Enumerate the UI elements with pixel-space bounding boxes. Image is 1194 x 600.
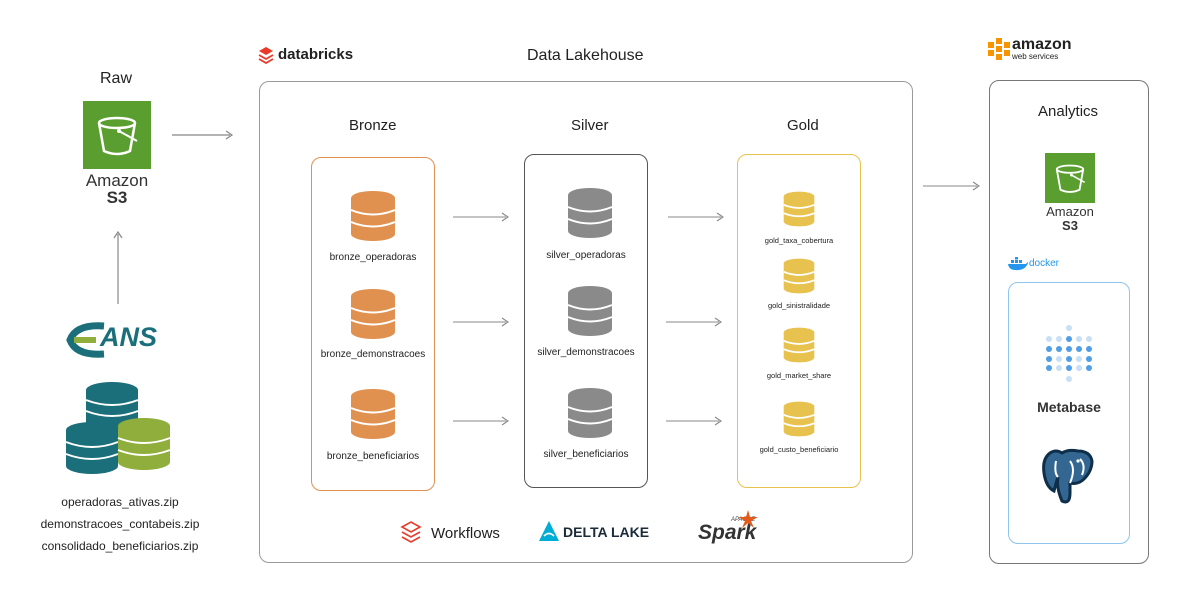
arrow-bronze-to-silver: [452, 211, 510, 223]
gold-database-icon: [783, 257, 815, 295]
arrow-raw-to-lakehouse: [170, 128, 236, 142]
bronze-database-icon: [350, 288, 396, 340]
docker-icon: [1007, 257, 1029, 271]
amazon-s3-raw-label: Amazon S3: [85, 171, 149, 207]
aws-label: amazon web services: [1012, 36, 1072, 62]
bronze-table-label: bronze_demonstracoes: [320, 349, 426, 360]
gold-database-icon: [783, 190, 815, 228]
workflows-label: Workflows: [431, 525, 500, 542]
analytics-container: [989, 80, 1149, 564]
silver-database-icon: [567, 387, 613, 439]
databricks-icon: [258, 46, 274, 64]
arrow-lakehouse-to-analytics: [922, 180, 982, 192]
arrow-silver-to-gold: [665, 316, 723, 328]
gold-title: Gold: [787, 117, 819, 134]
aws-icon: [987, 36, 1011, 62]
bronze-table-label: bronze_operadoras: [329, 252, 417, 263]
ans-logo-text: ANS: [100, 322, 158, 352]
bronze-database-icon: [350, 388, 396, 440]
gold-table-label: gold_sinistralidade: [767, 301, 831, 310]
arrow-bronze-to-silver: [452, 415, 510, 427]
silver-table-label: silver_demonstracoes: [537, 347, 635, 358]
silver-layer-box: [524, 154, 648, 488]
file-operadoras: operadoras_ativas.zip: [61, 495, 179, 509]
file-beneficiarios: consolidado_beneficiarios.zip: [41, 539, 199, 553]
source-database-stack-icon: [62, 380, 178, 476]
lakehouse-container: [259, 81, 913, 563]
gold-table-label: gold_taxa_cobertura: [764, 236, 834, 245]
gold-database-icon: [783, 326, 815, 364]
silver-title: Silver: [571, 117, 609, 134]
ans-logo-icon: [66, 322, 176, 358]
bronze-layer-box: [311, 157, 435, 491]
apache-label: APACHE: [731, 517, 756, 523]
arrow-ans-to-s3: [111, 230, 125, 306]
file-demonstracoes: demonstracoes_contabeis.zip: [40, 517, 200, 531]
gold-table-label: gold_market_share: [766, 371, 832, 380]
postgresql-icon: [1040, 447, 1098, 507]
bronze-database-icon: [350, 190, 396, 242]
raw-title: Raw: [100, 70, 133, 87]
amazon-s3-analytics-label: Amazon S3: [1046, 204, 1094, 233]
bronze-title: Bronze: [349, 117, 397, 134]
delta-lake-label: DELTA LAKE: [563, 524, 650, 540]
gold-database-icon: [783, 400, 815, 438]
metabase-icon: [1043, 324, 1095, 384]
analytics-title: Analytics: [1038, 103, 1099, 120]
lakehouse-title: Data Lakehouse: [527, 47, 644, 64]
arrow-bronze-to-silver: [452, 316, 510, 328]
docker-container-box: [1008, 282, 1130, 544]
amazon-s3-analytics-icon: [1044, 153, 1096, 203]
silver-table-label: silver_operadoras: [546, 250, 626, 261]
gold-table-label: gold_custo_beneficiario: [759, 445, 839, 454]
databricks-label: databricks: [278, 46, 354, 63]
silver-table-label: silver_beneficiarios: [543, 449, 629, 460]
spark-star-icon: [737, 509, 759, 529]
amazon-s3-raw-icon: [83, 101, 151, 169]
spark-label: Spark: [698, 521, 757, 544]
silver-database-icon: [567, 285, 613, 337]
docker-label: docker: [1029, 258, 1060, 269]
workflows-icon: [400, 521, 422, 543]
metabase-label: Metabase: [1037, 399, 1101, 415]
silver-database-icon: [567, 187, 613, 239]
arrow-silver-to-gold: [667, 211, 725, 223]
arrow-silver-to-gold: [665, 415, 723, 427]
delta-lake-icon: [538, 520, 560, 544]
bronze-table-label: bronze_beneficiarios: [326, 451, 420, 462]
gold-layer-box: [737, 154, 861, 488]
